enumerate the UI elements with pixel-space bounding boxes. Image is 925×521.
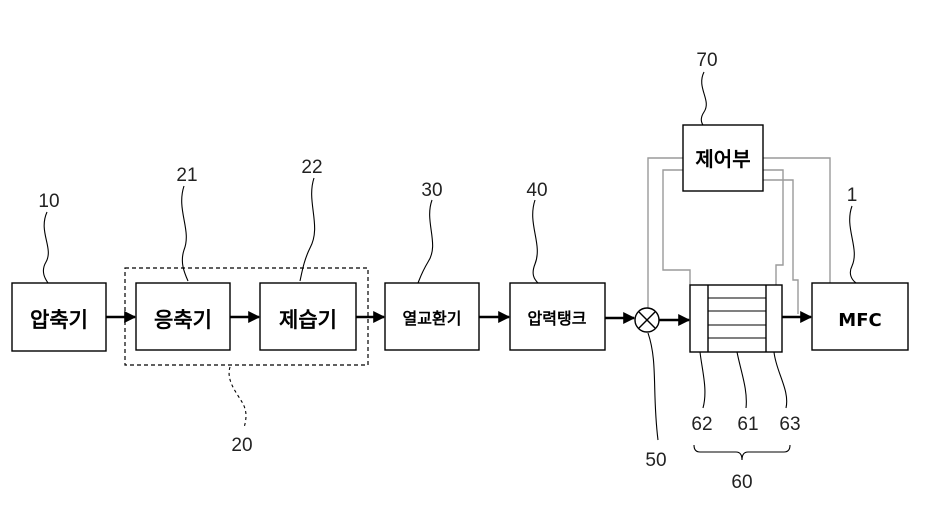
dehumidifier-label: 제습기 xyxy=(279,308,337,332)
ref-dryer-group: 20 xyxy=(231,435,252,456)
reference-numerals: 10 21 22 30 40 70 1 20 50 62 61 63 60 xyxy=(38,50,857,493)
compressor-label: 압축기 xyxy=(30,308,88,332)
ref-sensor-inlet: 62 xyxy=(691,414,712,435)
ref-compressor: 10 xyxy=(38,191,59,212)
control-wiring xyxy=(647,157,831,314)
sensor-unit xyxy=(689,284,783,353)
ref-heat-exchanger: 30 xyxy=(421,180,442,201)
flow-arrows xyxy=(106,311,813,326)
controller-label: 제어부 xyxy=(695,147,750,171)
valve-symbol xyxy=(634,307,660,333)
dehumidifier-block: 제습기 xyxy=(259,282,357,351)
mfc-label: MFC xyxy=(838,310,881,331)
ref-condenser: 21 xyxy=(176,165,197,186)
leader-lines xyxy=(42,71,857,461)
condenser-label: 응축기 xyxy=(154,308,212,332)
ref-sensor-unit: 60 xyxy=(731,472,752,493)
pressure-tank-block: 압력탱크 xyxy=(509,282,606,351)
heat-exchanger-label: 열교환기 xyxy=(403,309,462,328)
ref-valve: 50 xyxy=(645,450,666,471)
ref-controller: 70 xyxy=(696,50,717,71)
heat-exchanger-block: 열교환기 xyxy=(384,282,480,351)
controller-block: 제어부 xyxy=(682,124,764,192)
compressor-block: 압축기 xyxy=(11,282,107,352)
ref-dehumidifier: 22 xyxy=(301,157,322,178)
condenser-block: 응축기 xyxy=(135,282,231,351)
ref-mfc: 1 xyxy=(847,185,858,206)
ref-sensor-outlet: 63 xyxy=(779,414,800,435)
mfc-block: MFC xyxy=(811,282,909,351)
ref-pressure-tank: 40 xyxy=(526,180,547,201)
ref-sensor-body: 61 xyxy=(737,414,758,435)
pressure-tank-label: 압력탱크 xyxy=(528,309,587,328)
